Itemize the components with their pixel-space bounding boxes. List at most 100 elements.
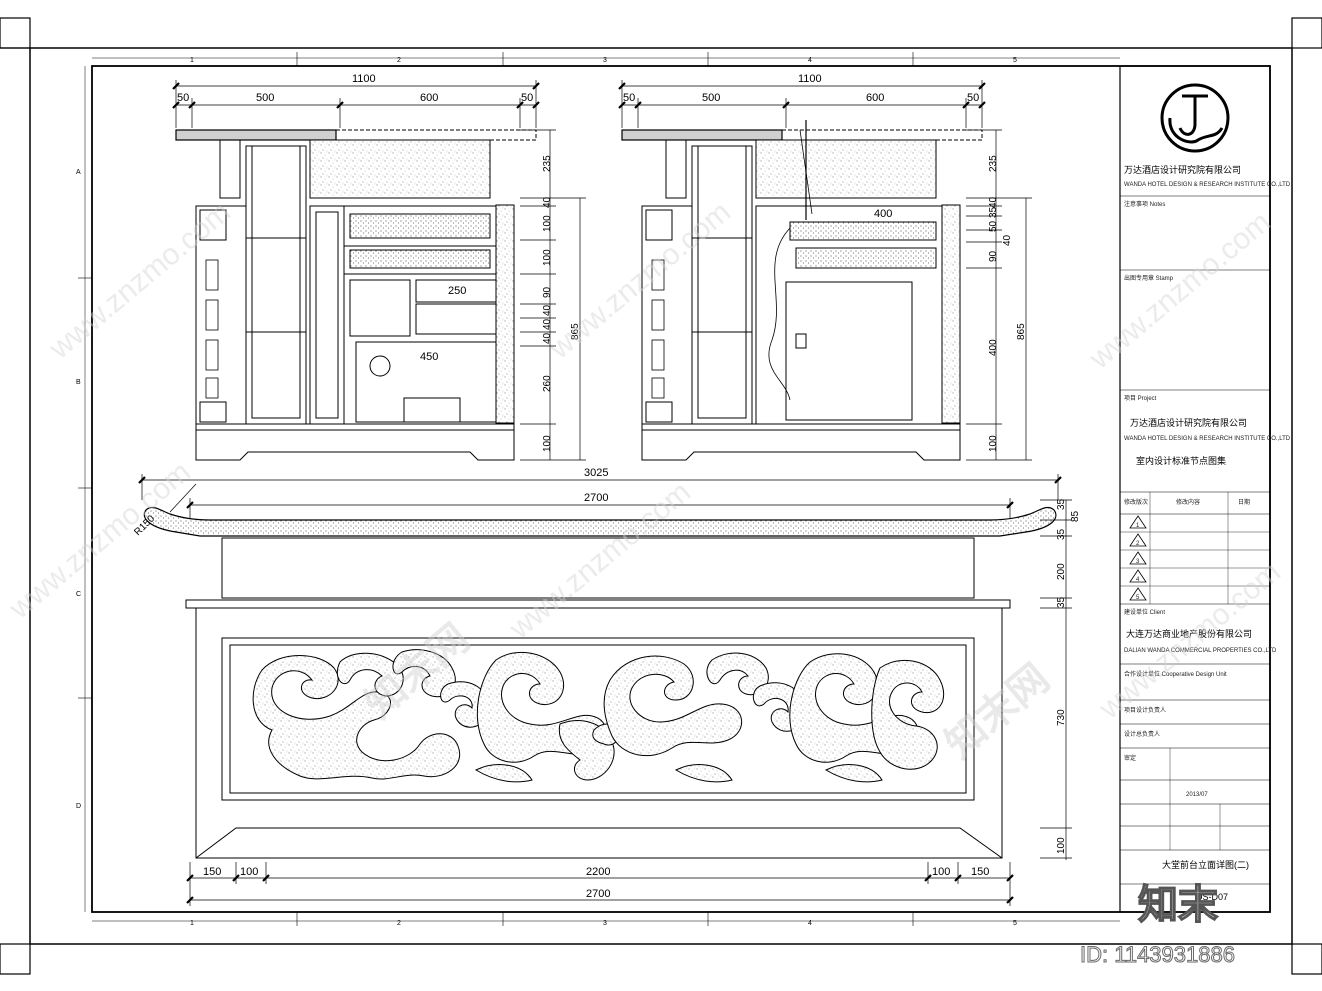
right-vdim-6: 400 bbox=[988, 339, 999, 356]
left-dim-50a: 50 bbox=[177, 92, 189, 104]
right-dim-600: 600 bbox=[866, 92, 884, 104]
grid-col-1b: 1 bbox=[190, 920, 194, 927]
left-dim-600: 600 bbox=[420, 92, 438, 104]
right-total-height: 865 bbox=[1016, 323, 1027, 340]
right-dim-50b: 50 bbox=[967, 92, 979, 104]
tb-project-en: WANDA HOTEL DESIGN & RESEARCH INSTITUTE … bbox=[1124, 436, 1291, 442]
elevation-bdim-1: 100 bbox=[240, 866, 258, 878]
left-dim-500: 500 bbox=[256, 92, 274, 104]
corner-marks bbox=[0, 17, 1322, 975]
grid-col-4: 4 bbox=[808, 57, 812, 64]
left-vdim-8: 260 bbox=[542, 375, 553, 392]
tb-design: 设计总负责人 bbox=[1124, 730, 1160, 738]
left-vdim-6: 40 bbox=[542, 318, 553, 330]
grid-col-5b: 5 bbox=[1013, 920, 1017, 927]
elevation-bdim-4: 150 bbox=[971, 866, 989, 878]
grid-row-a: A bbox=[76, 169, 81, 176]
company-logo bbox=[1160, 83, 1230, 153]
tb-company: 万达酒店设计研究院有限公司 bbox=[1124, 164, 1241, 175]
tb-rev-4: 4 bbox=[1136, 577, 1140, 583]
left-overall-width: 1100 bbox=[352, 73, 376, 85]
front-elevation bbox=[138, 474, 1072, 906]
tb-drawing-title: 大堂前台立面详图(二) bbox=[1162, 859, 1249, 870]
tb-rev-5: 5 bbox=[1136, 595, 1140, 601]
tb-rev-1: 1 bbox=[1136, 523, 1140, 529]
left-vdim-1: 40 bbox=[542, 196, 553, 208]
tb-rev-3: 3 bbox=[1136, 559, 1140, 565]
tb-stamp: 出图专用章 Stamp bbox=[1124, 274, 1174, 282]
tb-owner: 项目设计负责人 bbox=[1124, 706, 1166, 714]
right-dim-50a: 50 bbox=[623, 92, 635, 104]
tb-project-title: 室内设计标准节点图集 bbox=[1136, 455, 1226, 466]
right-vdim-3: 50 bbox=[988, 220, 999, 232]
elevation-vdim-5: 730 bbox=[1056, 709, 1067, 726]
left-inner-450: 450 bbox=[420, 351, 438, 363]
tb-approved: 2013/07 bbox=[1186, 792, 1208, 798]
elevation-bdim-0: 150 bbox=[203, 866, 221, 878]
tb-client-en: DALIAN WANDA COMMERCIAL PROPERTIES CO.,L… bbox=[1124, 648, 1277, 654]
left-vdim-5: 40 bbox=[542, 304, 553, 316]
left-vdim-2: 100 bbox=[542, 215, 553, 232]
grid-col-3: 3 bbox=[603, 57, 607, 64]
tb-rev-h2: 日期 bbox=[1238, 498, 1250, 506]
watermark-site-3: www.znzmo.com bbox=[1083, 205, 1277, 376]
tb-project-company: 万达酒店设计研究院有限公司 bbox=[1130, 417, 1247, 428]
grid-col-2: 2 bbox=[397, 57, 401, 64]
tb-notes: 注意事项 Notes bbox=[1124, 200, 1165, 208]
grid-row-d: D bbox=[76, 803, 81, 810]
right-inner-400: 400 bbox=[874, 208, 892, 220]
right-vdim-2: 35 bbox=[988, 206, 999, 218]
right-section bbox=[618, 80, 1032, 461]
carved-ornament bbox=[252, 649, 945, 783]
elevation-vdim-3: 200 bbox=[1056, 563, 1067, 580]
tb-rev-h0: 修改版次 bbox=[1124, 498, 1148, 506]
grid-col-5: 5 bbox=[1013, 57, 1017, 64]
elevation-overall-top: 3025 bbox=[584, 467, 608, 479]
elevation-vdim-4: 35 bbox=[1056, 596, 1067, 608]
title-block bbox=[1119, 65, 1271, 913]
left-vdim-9: 100 bbox=[542, 435, 553, 452]
tb-company-en: WANDA HOTEL DESIGN & RESEARCH INSTITUTE … bbox=[1124, 182, 1291, 188]
tb-client: 大连万达商业地产股份有限公司 bbox=[1126, 628, 1252, 639]
right-vdim-5: 90 bbox=[988, 250, 999, 262]
elevation-vdim-2: 35 bbox=[1056, 528, 1067, 540]
watermark-site-4: www.znzmo.com bbox=[3, 455, 197, 626]
tb-client-label: 建设单位 Client bbox=[1124, 608, 1165, 616]
left-section bbox=[172, 80, 586, 461]
elevation-bdim-2: 2200 bbox=[586, 866, 610, 878]
grid-row-c: C bbox=[76, 591, 81, 598]
watermark-site-1: www.znzmo.com bbox=[43, 195, 237, 366]
tb-consultant: 合作设计单位 Cooperative Design Unit bbox=[1124, 670, 1227, 678]
elevation-vdim-6: 100 bbox=[1056, 837, 1067, 854]
elevation-bottom-total: 2700 bbox=[586, 888, 610, 900]
elevation-top-width: 2700 bbox=[584, 492, 608, 504]
grid-labels bbox=[78, 52, 914, 926]
watermark-brand-2: 知末网 bbox=[938, 656, 1058, 767]
tb-rev-h1: 修改内容 bbox=[1176, 498, 1200, 506]
grid-col-2b: 2 bbox=[397, 920, 401, 927]
tb-rev-2: 2 bbox=[1136, 541, 1140, 547]
left-vdim-3: 100 bbox=[542, 249, 553, 266]
grid-col-1: 1 bbox=[190, 57, 194, 64]
right-dim-500: 500 bbox=[702, 92, 720, 104]
elevation-vdim-1: 85 bbox=[1070, 510, 1081, 522]
watermark-site-2: www.znzmo.com bbox=[543, 195, 737, 366]
grid-col-4b: 4 bbox=[808, 920, 812, 927]
left-inner-250: 250 bbox=[448, 285, 466, 297]
left-total-height: 865 bbox=[570, 323, 581, 340]
right-vdim-4: 40 bbox=[1002, 234, 1013, 246]
grid-col-3b: 3 bbox=[603, 920, 607, 927]
left-dim-50b: 50 bbox=[521, 92, 533, 104]
tb-code: DS-D07 bbox=[1196, 892, 1228, 902]
id-watermark: ID: 1143931886 bbox=[1080, 942, 1235, 967]
right-overall-width: 1100 bbox=[798, 73, 822, 85]
watermark-site-6: www.znzmo.com bbox=[1093, 555, 1287, 726]
tb-approved-label: 审定 bbox=[1124, 754, 1136, 762]
right-vdim-1: 40 bbox=[988, 196, 999, 208]
elevation-vdim-0: 35 bbox=[1056, 498, 1067, 510]
outer-frame bbox=[29, 47, 1293, 945]
elevation-bdim-3: 100 bbox=[932, 866, 950, 878]
left-vdim-4: 90 bbox=[542, 286, 553, 298]
grid-row-b: B bbox=[76, 379, 81, 386]
